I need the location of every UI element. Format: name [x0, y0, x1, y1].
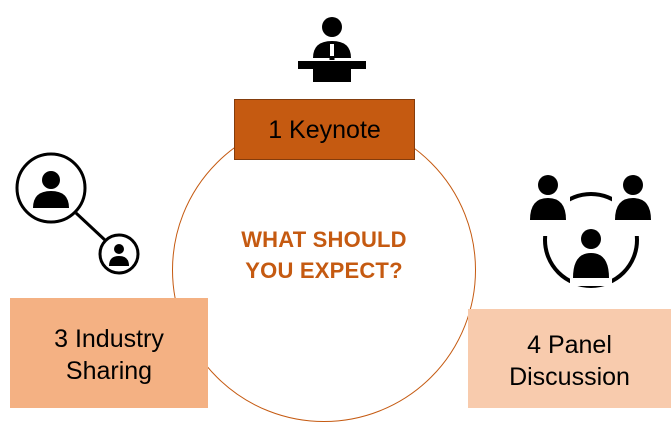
panel-discussion-label: 4 Panel Discussion — [509, 329, 630, 393]
panel-discussion-label-line-1: 4 Panel — [527, 330, 612, 359]
center-heading-line-2: YOU EXPECT? — [245, 258, 403, 283]
center-heading: WHAT SHOULD YOU EXPECT? — [196, 224, 452, 286]
keynote-label-line-1: 1 Keynote — [268, 115, 381, 144]
industry-sharing-label: 3 Industry Sharing — [54, 323, 164, 387]
industry-sharing-label-line-2: Sharing — [65, 357, 153, 385]
industry-sharing-label-line-1: 3 Industry — [54, 325, 164, 353]
group-discussion-icon — [528, 175, 654, 288]
diagram-canvas: WHAT SHOULD YOU EXPECT? — [10, 12, 671, 422]
speaker-podium-icon — [294, 12, 370, 84]
panel-discussion-box: 4 Panel Discussion — [468, 309, 671, 408]
industry-sharing-box: 3 Industry Sharing — [10, 298, 208, 408]
center-heading-line-1: WHAT SHOULD — [241, 227, 407, 252]
keynote-label: 1 Keynote — [268, 114, 381, 146]
panel-discussion-label-line-2: Discussion — [509, 362, 630, 391]
connected-people-icon — [15, 152, 140, 275]
keynote-box: 1 Keynote — [234, 99, 415, 160]
